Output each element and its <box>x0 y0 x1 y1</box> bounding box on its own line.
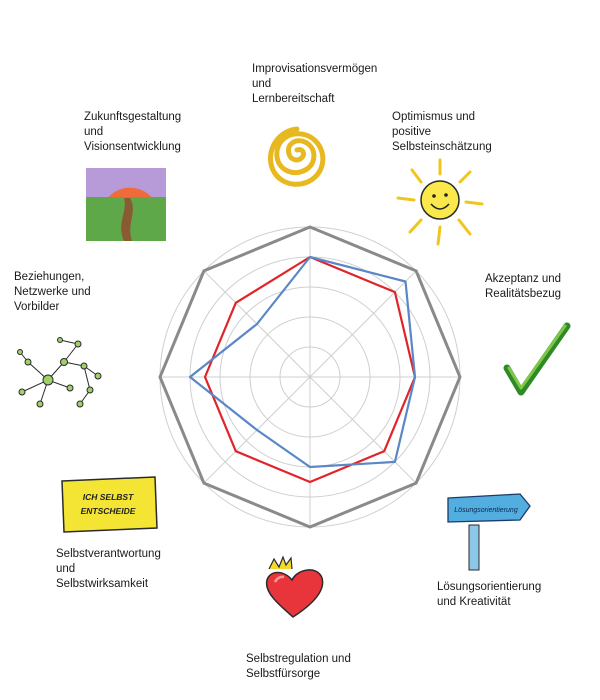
signpost-text: Lösungsorientierung <box>454 507 518 514</box>
radar-series <box>188 255 417 484</box>
label-zukunftsgestaltung: Zukunftsgestaltung und Visionsentwicklun… <box>84 111 182 153</box>
checkmark-icon <box>503 322 571 396</box>
signpost-icon: Lösungsorientierung <box>447 493 531 571</box>
label-optimismus: Optimismus und positive Selbsteinschätzu… <box>392 111 492 153</box>
heart-icon <box>265 555 324 618</box>
sign-text-line-2: ENTSCHEIDE <box>81 506 136 516</box>
label-akzeptanz: Akzeptanz und Realitätsbezug <box>485 273 562 300</box>
label-selbstregulation: Selbstregulation und Selbstfürsorge <box>246 653 351 680</box>
grid-spoke <box>309 376 417 484</box>
network-icon <box>17 337 102 408</box>
spiral-icon <box>268 126 326 187</box>
label-improvisation: Improvisationsvermögen und Lernbereitsch… <box>252 63 378 105</box>
sun-icon <box>396 158 484 246</box>
grid-spoke <box>309 270 417 378</box>
label-beziehungen: Beziehungen, Netzwerke und Vorbilder <box>14 271 91 313</box>
radar-grid <box>158 225 462 529</box>
label-loesungsorientierung: Lösungsorientierung und Kreativität <box>437 581 542 608</box>
sign-icon: ICH SELBST ENTSCHEIDE <box>61 476 158 533</box>
outer-octagon <box>158 225 462 529</box>
landscape-icon <box>86 168 166 241</box>
label-selbstverantwortung: Selbstverantwortung und Selbstwirksamkei… <box>56 548 161 590</box>
sign-text-line-1: ICH SELBST <box>83 492 134 502</box>
series-polygon-1 <box>203 255 417 484</box>
series-polygon-2 <box>188 255 417 469</box>
